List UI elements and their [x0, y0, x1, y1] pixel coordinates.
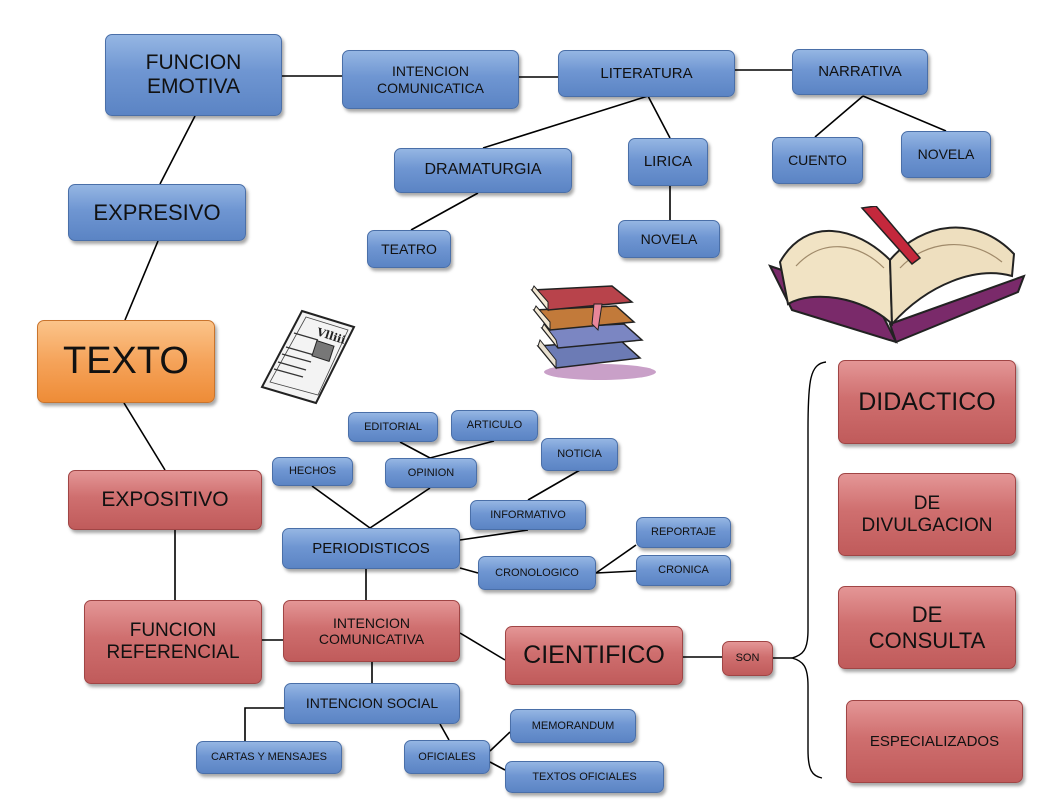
node-funcion-emotiva: FUNCION EMOTIVA — [105, 34, 282, 116]
node-opinion: OPINION — [385, 458, 477, 488]
node-intencion-social: INTENCION SOCIAL — [284, 683, 460, 724]
node-noticia: NOTICIA — [541, 438, 618, 471]
node-expositivo: EXPOSITIVO — [68, 470, 262, 530]
book-stack-clipart — [530, 285, 656, 380]
node-narrativa: NARRATIVA — [792, 49, 928, 95]
node-cartas-mensajes: CARTAS Y MENSAJES — [196, 741, 342, 774]
node-articulo: ARTICULO — [451, 410, 538, 441]
node-intencion-comunicativa: INTENCION COMUNICATIVA — [283, 600, 460, 662]
node-lirica: LIRICA — [628, 138, 708, 186]
node-de-divulgacion: DE DIVULGACION — [838, 473, 1016, 556]
open-book-clipart — [768, 206, 1026, 344]
node-editorial: EDITORIAL — [348, 412, 438, 442]
node-informativo: INFORMATIVO — [470, 500, 586, 530]
node-texto: TEXTO — [37, 320, 215, 403]
node-especializados: ESPECIALIZADOS — [846, 700, 1023, 783]
newspaper-clipart: Vlliii — [260, 309, 356, 405]
node-dramaturgia: DRAMATURGIA — [394, 148, 572, 193]
node-novela-lirica: NOVELA — [618, 220, 720, 258]
node-didactico: DIDACTICO — [838, 360, 1016, 444]
node-teatro: TEATRO — [367, 230, 451, 268]
node-de-consulta: DE CONSULTA — [838, 586, 1016, 669]
node-periodisticos: PERIODISTICOS — [282, 528, 460, 569]
node-literatura: LITERATURA — [558, 50, 735, 97]
node-memorandum: MEMORANDUM — [510, 709, 636, 743]
node-funcion-referencial: FUNCION REFERENCIAL — [84, 600, 262, 684]
node-reportaje: REPORTAJE — [636, 517, 731, 548]
node-hechos: HECHOS — [272, 457, 353, 486]
node-intencion-comunicatica: INTENCION COMUNICATICA — [342, 50, 519, 109]
node-textos-oficiales: TEXTOS OFICIALES — [505, 761, 664, 793]
node-oficiales: OFICIALES — [404, 740, 490, 774]
node-novela-narrativa: NOVELA — [901, 131, 991, 178]
node-expresivo: EXPRESIVO — [68, 184, 246, 241]
node-cronica: CRONICA — [636, 555, 731, 586]
node-cientifico: CIENTIFICO — [505, 626, 683, 685]
node-cuento: CUENTO — [772, 137, 863, 184]
node-cronologico: CRONOLOGICO — [478, 556, 596, 590]
node-son: SON — [722, 641, 773, 676]
